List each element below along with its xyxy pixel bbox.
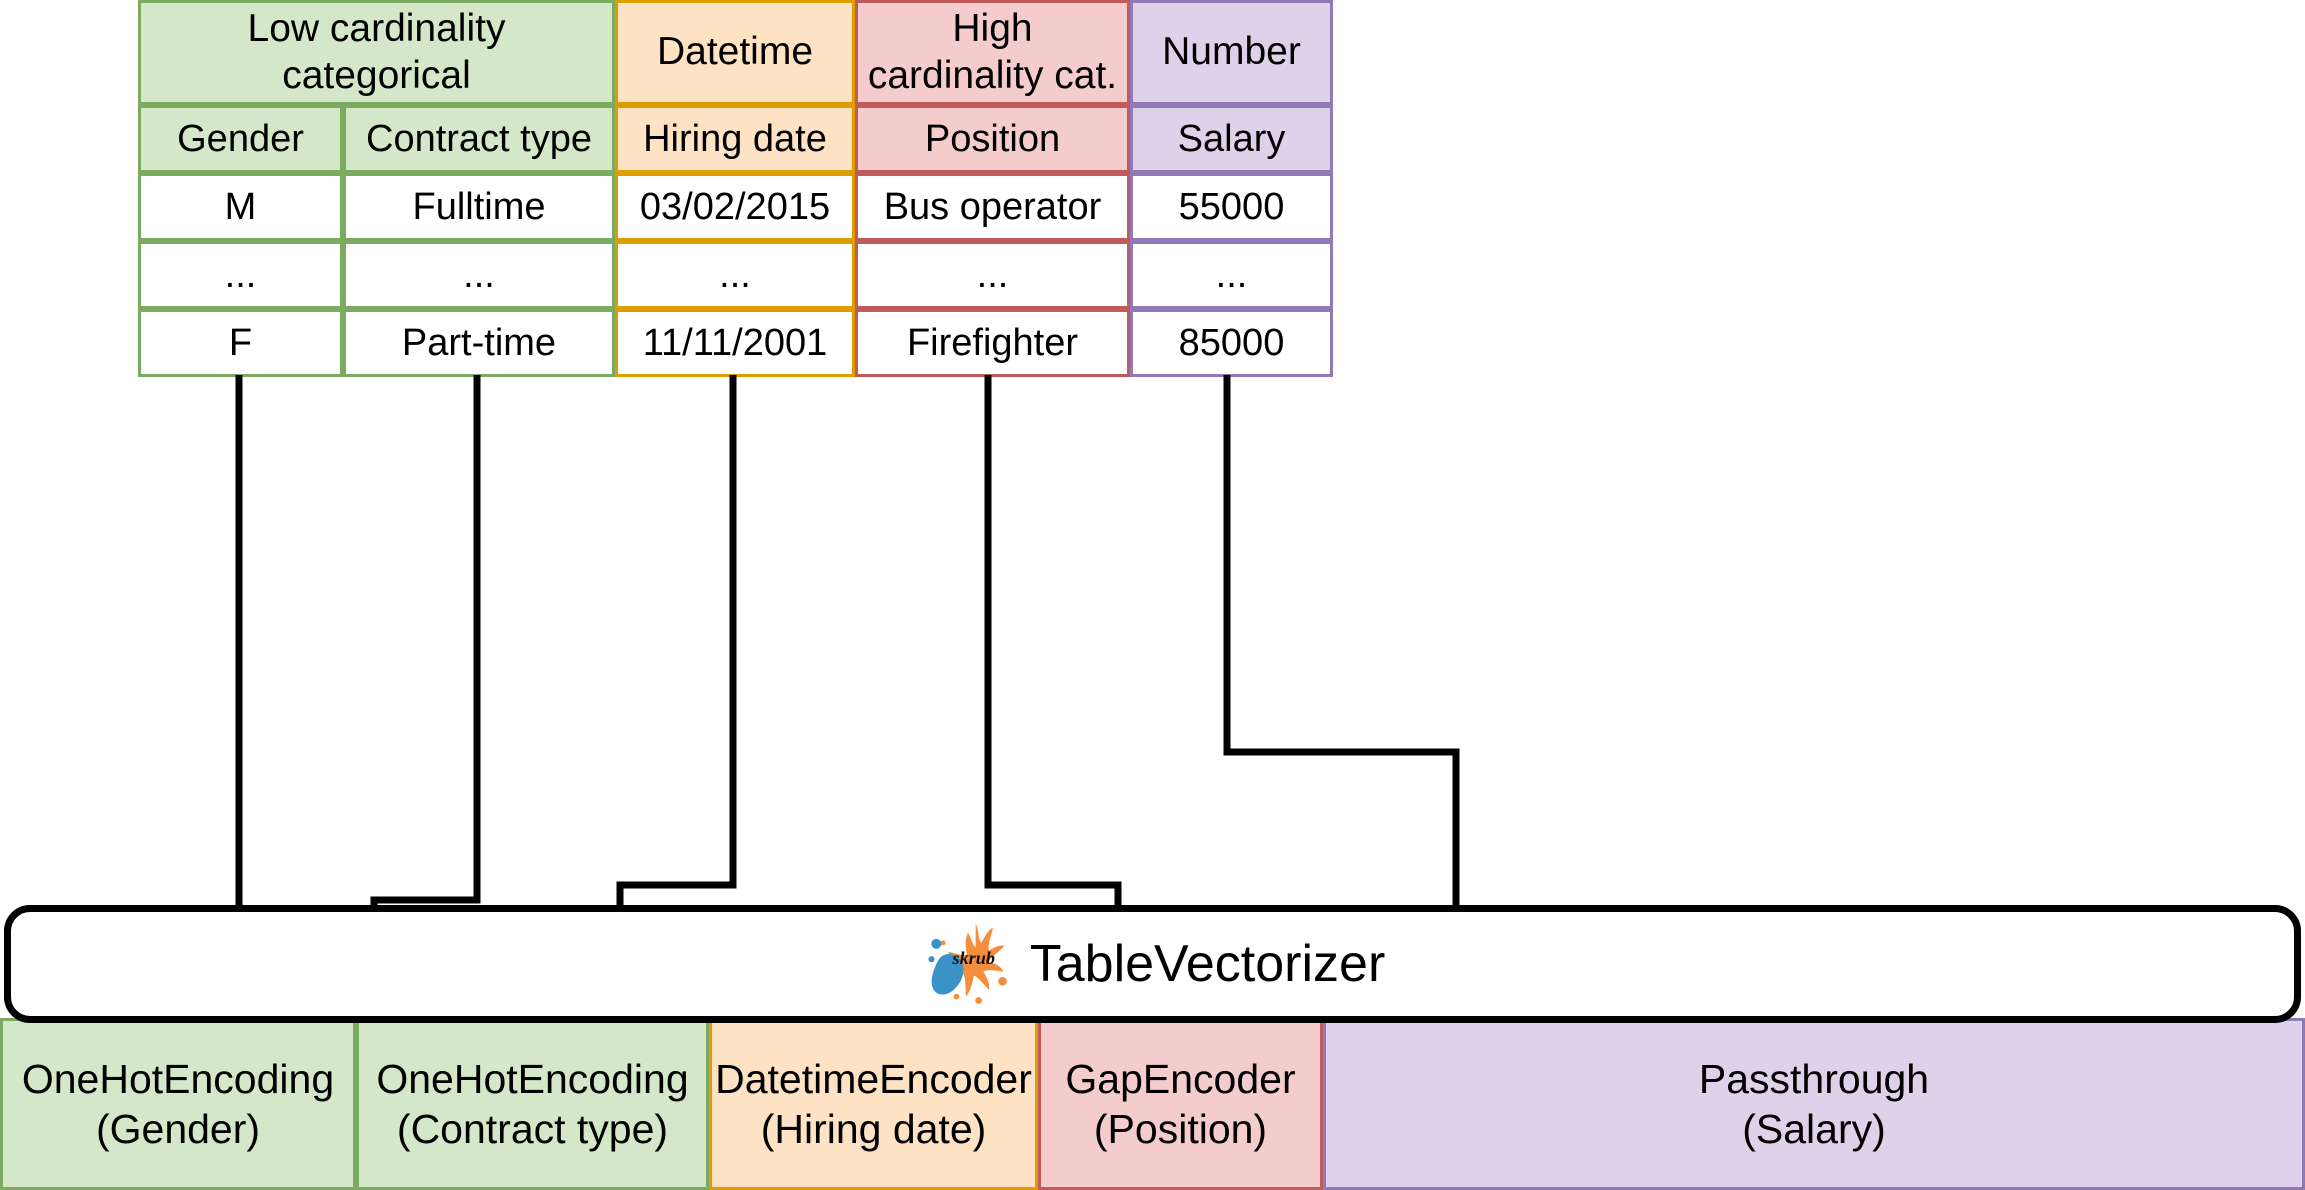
cell-salary-1: ... xyxy=(1130,241,1333,309)
encoder-onehot-contract-type: OneHotEncoding (Contract type) xyxy=(356,1018,709,1190)
encoder-label-line1: GapEncoder xyxy=(1065,1055,1296,1102)
cell-position-1: ... xyxy=(855,241,1130,309)
cell-salary-2: 85000 xyxy=(1130,309,1333,377)
encoder-onehot-gender: OneHotEncoding (Gender) xyxy=(0,1018,356,1190)
encoder-row: OneHotEncoding (Gender) OneHotEncoding (… xyxy=(0,1018,2305,1190)
table-column-header-row: Gender Contract type Hiring date Positio… xyxy=(138,105,1333,173)
table-group-header-row: Low cardinality categorical Datetime Hig… xyxy=(138,0,1333,105)
cell-hiring-date-1: ... xyxy=(615,241,855,309)
cell-gender-1: ... xyxy=(138,241,343,309)
connector-position xyxy=(984,375,1122,933)
source-table: Low cardinality categorical Datetime Hig… xyxy=(138,0,1333,377)
connector-hiring-date xyxy=(616,375,737,933)
encoder-label-line1: OneHotEncoding xyxy=(21,1055,335,1102)
cell-position-0: Bus operator xyxy=(855,173,1130,241)
column-header-contract-type: Contract type xyxy=(343,105,615,173)
table-row: M Fulltime 03/02/2015 Bus operator 55000 xyxy=(138,173,1333,241)
encoder-label-line2: (Contract type) xyxy=(396,1106,669,1152)
cell-contract-type-1: ... xyxy=(343,241,615,309)
cell-hiring-date-0: 03/02/2015 xyxy=(615,173,855,241)
skrub-logo-icon: skrub xyxy=(920,916,1016,1012)
encoder-label-line1: Passthrough xyxy=(1698,1055,1930,1102)
group-header-high-cardinality: High cardinality cat. xyxy=(855,0,1130,105)
encoder-label-line2: (Gender) xyxy=(95,1106,261,1152)
column-header-salary: Salary xyxy=(1130,105,1333,173)
encoder-label-line2: (Position) xyxy=(1093,1106,1268,1152)
encoder-label-line2: (Hiring date) xyxy=(760,1106,987,1152)
group-header-number: Number xyxy=(1130,0,1333,105)
cell-salary-0: 55000 xyxy=(1130,173,1333,241)
encoder-passthrough-salary: Passthrough (Salary) xyxy=(1323,1018,2305,1190)
cell-contract-type-2: Part-time xyxy=(343,309,615,377)
group-header-datetime: Datetime xyxy=(615,0,855,105)
column-header-gender: Gender xyxy=(138,105,343,173)
cell-position-2: Firefighter xyxy=(855,309,1130,377)
cell-gender-0: M xyxy=(138,173,343,241)
skrub-logo-wordmark: skrub xyxy=(951,948,995,968)
column-header-position: Position xyxy=(855,105,1130,173)
group-header-low-cardinality: Low cardinality categorical xyxy=(138,0,615,105)
table-row: ... ... ... ... ... xyxy=(138,241,1333,309)
encoder-label-line1: DatetimeEncoder xyxy=(715,1055,1032,1102)
tablevectorizer-label: TableVectorizer xyxy=(1029,935,1386,993)
encoder-label-line2: (Salary) xyxy=(1742,1106,1886,1152)
encoder-gap-position: GapEncoder (Position) xyxy=(1038,1018,1323,1190)
cell-gender-2: F xyxy=(138,309,343,377)
encoder-datetime-hiring-date: DatetimeEncoder (Hiring date) xyxy=(709,1018,1038,1190)
cell-contract-type-0: Fulltime xyxy=(343,173,615,241)
cell-hiring-date-2: 11/11/2001 xyxy=(615,309,855,377)
connector-salary xyxy=(1223,375,1460,933)
encoder-label-line1: OneHotEncoding xyxy=(376,1055,689,1102)
column-header-hiring-date: Hiring date xyxy=(615,105,855,173)
connector-contract-type xyxy=(370,375,481,933)
tablevectorizer-box: skrub TableVectorizer xyxy=(4,905,2301,1023)
table-row: F Part-time 11/11/2001 Firefighter 85000 xyxy=(138,309,1333,377)
